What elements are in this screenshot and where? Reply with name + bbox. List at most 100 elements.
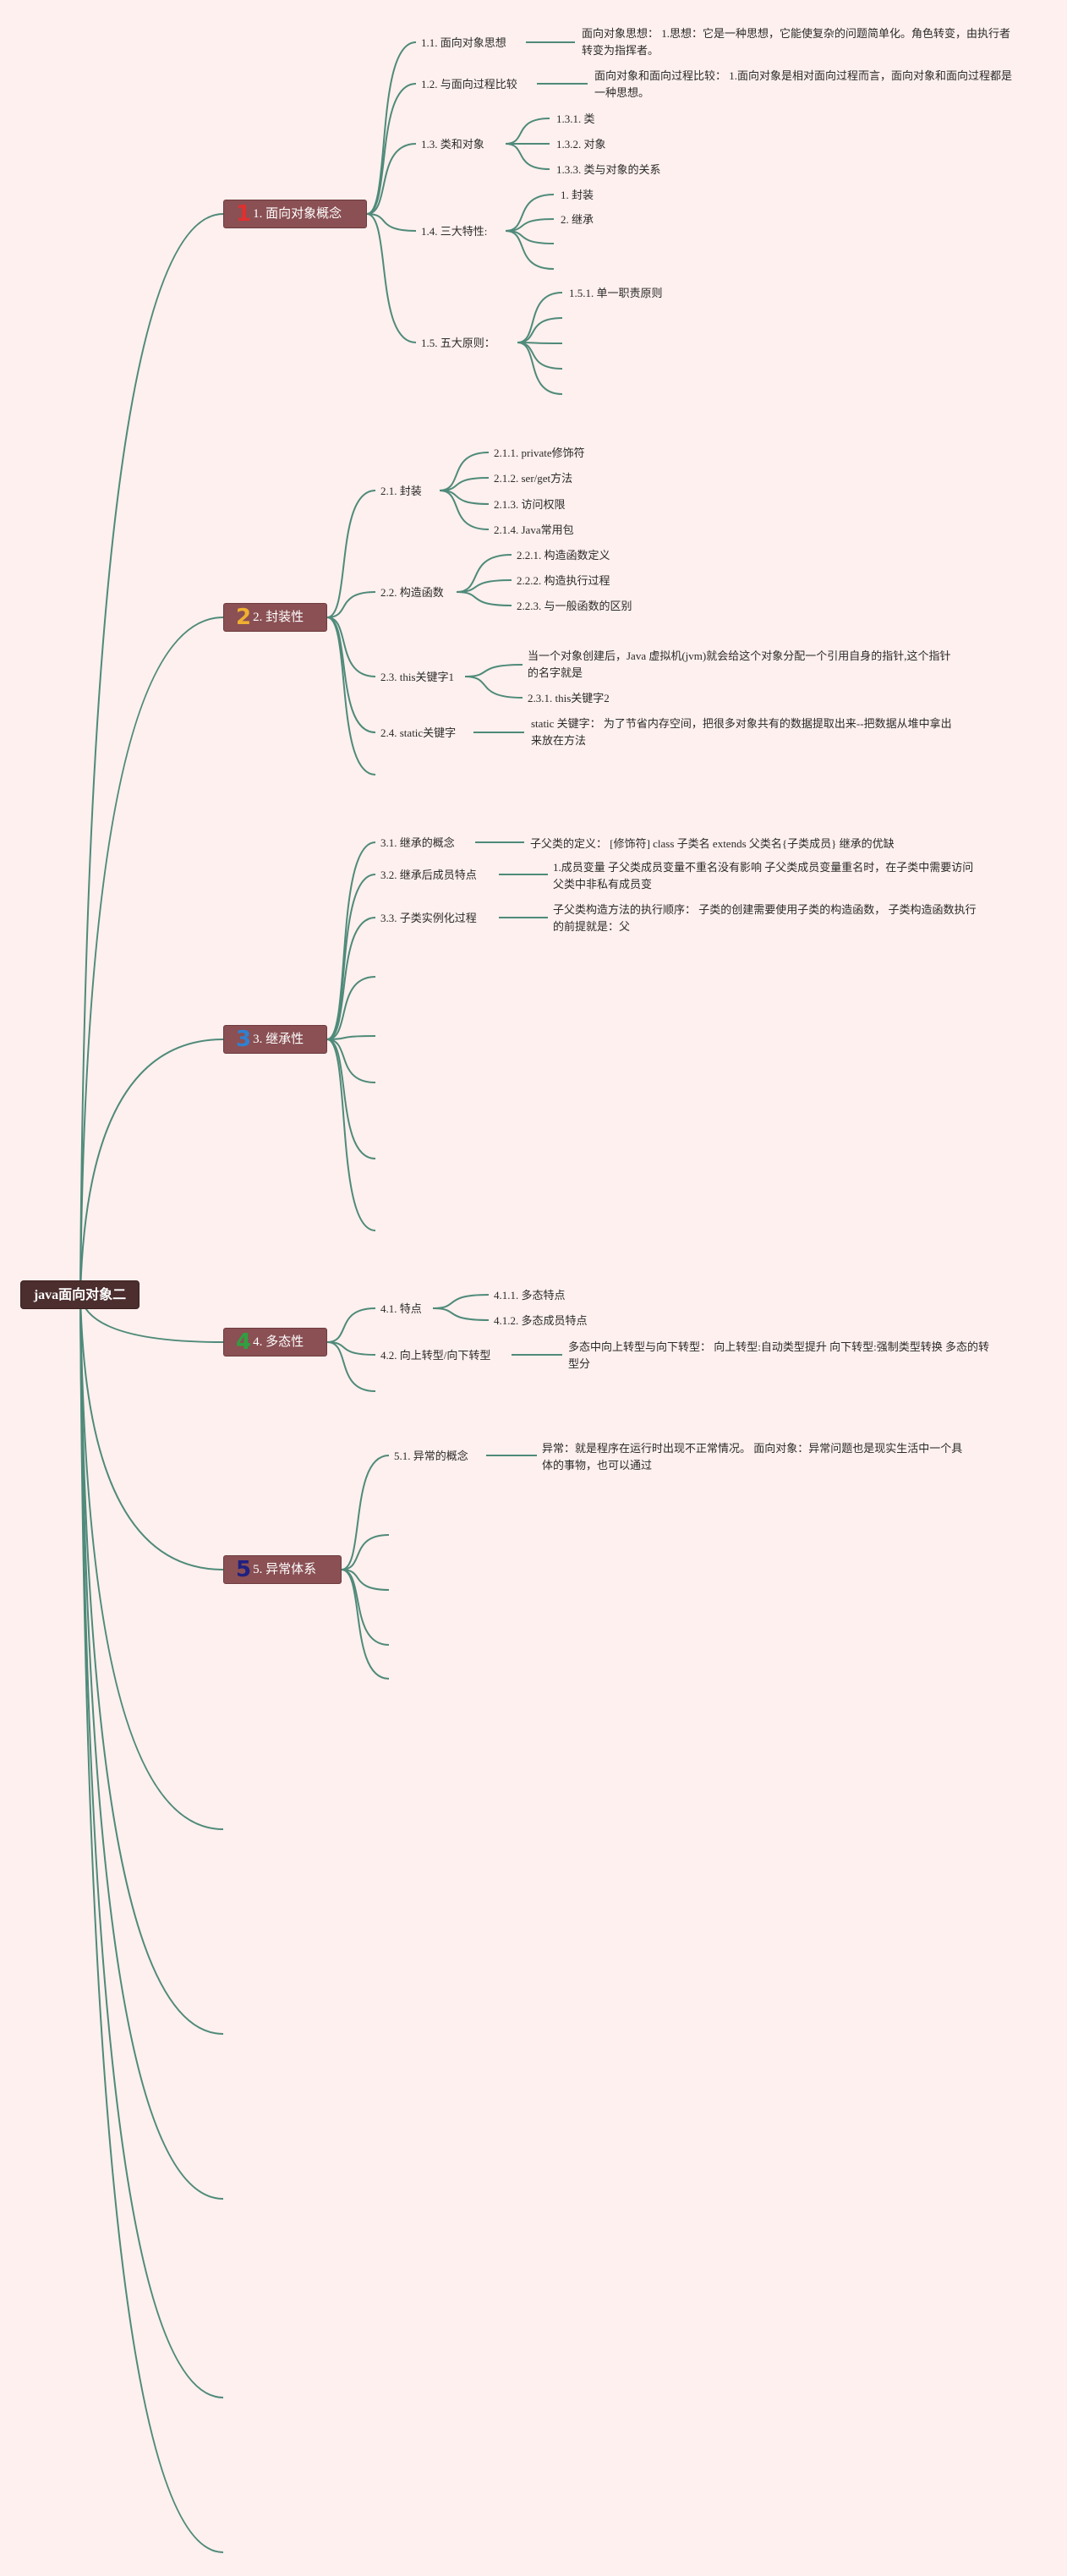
connector-line — [79, 1294, 224, 2398]
connector-line — [341, 1455, 390, 1570]
connector-line — [79, 617, 224, 1296]
connector-line — [326, 1341, 376, 1356]
topic-label: 1. 面向对象概念 — [253, 207, 342, 221]
connector-line — [505, 194, 555, 232]
note-2-3: 当一个对象创建后，Java 虚拟机(jvm)就会给这个对象分配一个引用自身的指针… — [528, 649, 951, 679]
connector-line — [79, 1039, 224, 1296]
connector-line — [79, 213, 224, 1296]
topic-label: 5. 异常体系 — [253, 1563, 317, 1576]
connector-line — [505, 230, 555, 270]
connector-line — [326, 1039, 376, 1083]
note-2-4: static 关键字： 为了节省内存空间，把很多对象共有的数据提取出来--把数据… — [531, 717, 952, 747]
connector-line — [456, 554, 512, 593]
connector-line — [366, 83, 417, 215]
connector-line — [505, 143, 550, 170]
node-5-1[interactable]: 5.1. 异常的概念 — [394, 1450, 468, 1462]
connector-line — [366, 213, 417, 343]
connector-line — [326, 1039, 376, 1159]
number-badge-4: 4 — [236, 1329, 252, 1355]
connector-line — [464, 676, 523, 699]
node-1-4-2[interactable]: 2. 继承 — [561, 213, 594, 226]
connector-line — [341, 1569, 390, 1591]
node-1-1[interactable]: 1.1. 面向对象思想 — [421, 36, 506, 49]
node-1-2[interactable]: 1.2. 与面向过程比较 — [421, 78, 517, 90]
node-3-1[interactable]: 3.1. 继承的概念 — [380, 836, 455, 849]
connector-line — [79, 1294, 224, 1830]
connector-line — [326, 1039, 376, 1231]
node-2-2-2[interactable]: 2.2.2. 构造执行过程 — [517, 574, 610, 587]
node-1-3-2[interactable]: 1.3.2. 对象 — [556, 138, 606, 151]
connector-line — [326, 1035, 376, 1040]
connector-line — [517, 317, 563, 343]
node-2-2-1[interactable]: 2.2.1. 构造函数定义 — [517, 549, 610, 562]
node-2-1-3[interactable]: 2.1.3. 访问权限 — [494, 498, 566, 511]
connector-line — [456, 591, 512, 606]
node-4-1[interactable]: 4.1. 特点 — [380, 1302, 422, 1315]
connector-line — [326, 490, 376, 618]
node-2-1[interactable]: 2.1. 封装 — [380, 485, 422, 497]
note-5-1: 异常：就是程序在运行时出现不正常情况。 面向对象：异常问题也是现实生活中一个具体… — [542, 1442, 963, 1472]
connector-line — [79, 1294, 224, 2035]
connector-line — [326, 976, 376, 1040]
connector-line — [326, 1341, 376, 1392]
node-1-4[interactable]: 1.4. 三大特性: — [421, 225, 488, 238]
number-badge-2: 2 — [236, 605, 252, 630]
node-3-3[interactable]: 3.3. 子类实例化过程 — [380, 912, 477, 924]
node-2-3-1[interactable]: 2.3.1. this关键字2 — [528, 692, 610, 704]
connector-line — [432, 1307, 490, 1321]
node-1-4-1[interactable]: 1. 封装 — [561, 189, 594, 201]
node-1-5[interactable]: 1.5. 五大原则： — [421, 337, 495, 349]
node-1-5-1[interactable]: 1.5.1. 单一职责原则 — [569, 287, 663, 299]
connector-line — [79, 1294, 224, 2553]
connector-line — [439, 452, 490, 491]
note-3-3: 子父类构造方法的执行顺序： 子类的创建需要使用子类的构造函数， 子类构造函数执行… — [553, 903, 977, 933]
connector-line — [432, 1294, 490, 1309]
node-2-2-3[interactable]: 2.2.3. 与一般函数的区别 — [517, 600, 632, 612]
connector-line — [341, 1569, 390, 1646]
node-4-2[interactable]: 4.2. 向上转型/向下转型 — [380, 1349, 491, 1362]
connector-line — [326, 841, 376, 1040]
node-4-1-2[interactable]: 4.1.2. 多态成员特点 — [494, 1314, 588, 1327]
node-1-3-1[interactable]: 1.3.1. 类 — [556, 112, 595, 125]
node-2-3[interactable]: 2.3. this关键字1 — [380, 671, 455, 683]
number-badge-5: 5 — [236, 1557, 252, 1582]
node-2-4[interactable]: 2.4. static关键字 — [380, 726, 457, 739]
connector-line — [439, 490, 490, 530]
node-2-2[interactable]: 2.2. 构造函数 — [380, 586, 444, 599]
connector-line — [326, 617, 376, 733]
root-node[interactable]: java面向对象二 — [20, 1280, 140, 1309]
connector-line — [326, 617, 376, 776]
connector-line — [341, 1534, 390, 1570]
note-3-2: 1.成员变量 子父类成员变量不重名没有影响 子父类成员变量重名时，在子类中需要访… — [553, 861, 974, 891]
connector-line — [366, 143, 417, 215]
note-1-1: 面向对象思想： 1.思想：它是一种思想，它能使复杂的问题简单化。角色转变，由执行… — [582, 27, 1011, 57]
connector-line — [326, 917, 376, 1040]
connector-line — [517, 342, 563, 370]
connector-line — [79, 1294, 224, 1570]
node-4-1-1[interactable]: 4.1.1. 多态特点 — [494, 1289, 566, 1302]
node-1-3[interactable]: 1.3. 类和对象 — [421, 138, 484, 151]
node-3-2[interactable]: 3.2. 继承后成员特点 — [380, 869, 477, 881]
note-4-2: 多态中向上转型与向下转型： 向上转型:自动类型提升 向下转型:强制类型转换 多态… — [568, 1340, 989, 1370]
topic-label: 3. 继承性 — [253, 1033, 304, 1046]
connector-line — [517, 292, 563, 343]
connector-line — [366, 213, 417, 232]
connector-line — [505, 118, 550, 145]
number-badge-1: 1 — [236, 201, 252, 227]
node-2-1-4[interactable]: 2.1.4. Java常用包 — [494, 523, 574, 536]
node-2-1-1[interactable]: 2.1.1. private修饰符 — [494, 447, 585, 459]
node-2-1-2[interactable]: 2.1.2. ser/get方法 — [494, 472, 573, 485]
connector-line — [326, 1307, 376, 1343]
note-3-1: 子父类的定义： [修饰符] class 子类名 extends 父类名{子类成员… — [530, 837, 895, 850]
note-1-2: 面向对象和面向过程比较： 1.面向对象是相对面向过程而言，面向对象和面向过程都是… — [594, 69, 1013, 99]
topic-label: 2. 封装性 — [253, 611, 304, 624]
connector-line — [517, 342, 563, 395]
node-1-3-3[interactable]: 1.3.3. 类与对象的关系 — [556, 163, 661, 176]
connector-line — [341, 1569, 390, 1680]
